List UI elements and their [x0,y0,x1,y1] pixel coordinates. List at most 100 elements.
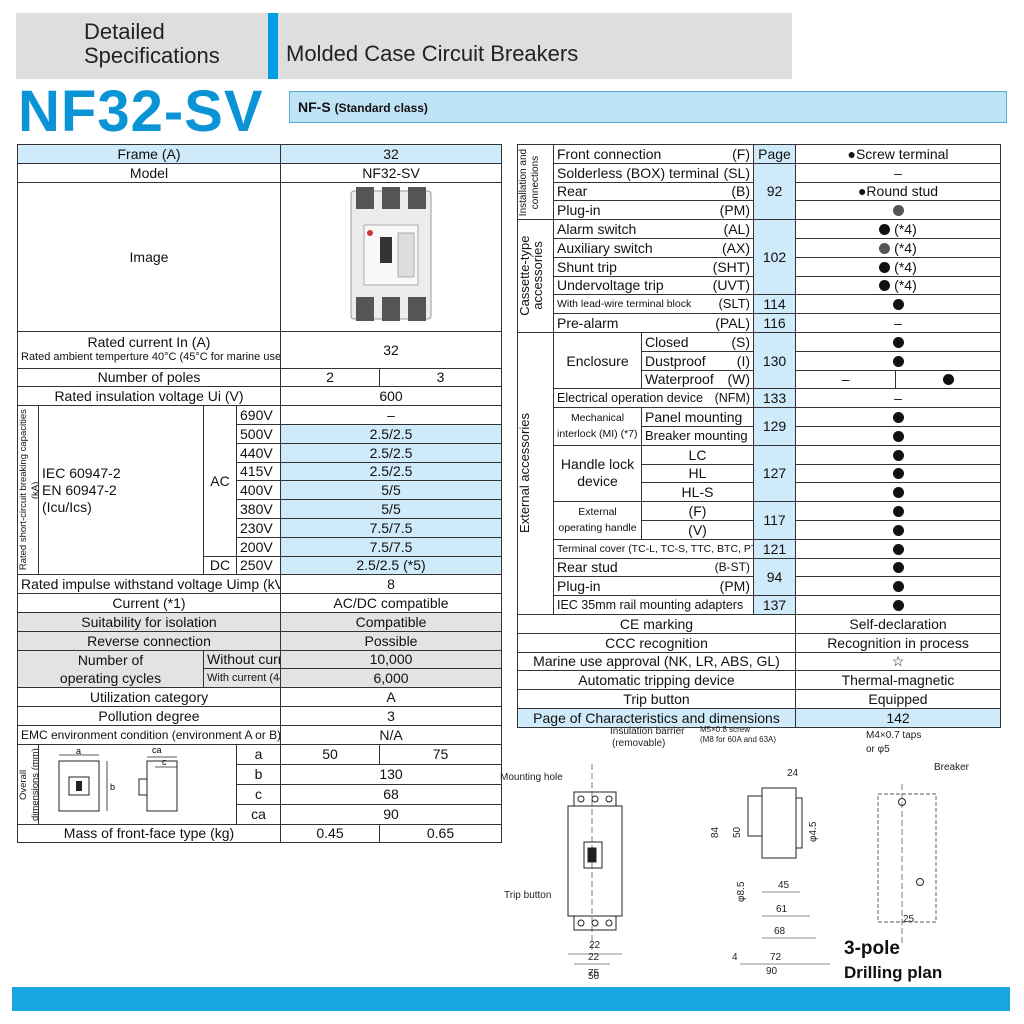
dim-a-key: a [236,743,281,765]
breaking-vertical-label: Rated short-circuit breaking capacities … [17,405,39,576]
svg-text:45: 45 [778,880,790,891]
voltage-500: 500V [236,423,281,444]
dimension-drawing: Insulation barrier (removable) Mounting … [500,725,970,982]
dot-icon [892,468,904,480]
aux-label: Auxiliary switch(AX) [553,237,754,258]
panel-mounting-value [794,407,1002,427]
slt-value [794,294,1002,315]
shunt-label: Shunt trip(SHT) [553,256,754,277]
svg-text:Trip button: Trip button [504,890,551,901]
dustproof-label: Dustproof(I) [641,350,754,371]
svg-text:22: 22 [588,952,600,963]
dot-icon [892,205,904,217]
rear-value: ●Round stud [794,181,1002,202]
voltage-690: 690V [236,405,281,425]
breaking-400: 5/5 [279,480,503,501]
nfm-page: 133 [753,388,796,409]
model-title: NF32-SV [18,79,264,144]
eoh-page: 117 [753,501,796,540]
page-characteristics-value: 142 [794,707,1002,728]
insulation-label: Rated insulation voltage Ui (V) [17,386,281,407]
svg-text:Mounting hole: Mounting hole [500,772,563,783]
ce-value: Self-declaration [794,613,1002,634]
shunt-value: (*4) [794,256,1002,277]
svg-text:ca: ca [152,745,162,755]
uvt-value: (*4) [794,275,1002,296]
dim-ca-key: ca [236,803,281,825]
dustproof-value [794,350,1002,371]
utilization-label: Utilization category [17,687,281,707]
impulse-label: Rated impulse withstand voltage Uimp (kV… [17,574,281,595]
breaker-mounting-label: Breaker mounting [641,425,754,446]
breaking-690: – [279,405,503,425]
hls-value [794,482,1002,503]
dot-icon [892,299,904,311]
current-value: AC/DC compatible [279,593,503,613]
header-category: Molded Case Circuit Breakers [286,41,579,66]
front-view: Insulation barrier (removable) Mounting … [500,726,685,982]
dot-icon [892,430,904,442]
current-label: Current (*1) [17,593,281,613]
svg-text:(M8 for 60A and 63A): (M8 for 60A and 63A) [700,735,776,744]
svg-text:61: 61 [776,904,788,915]
enclosure-page: 130 [753,331,796,390]
rear-page: 92 [753,162,796,221]
voltage-230: 230V [236,517,281,538]
ccc-value: Recognition in process [794,632,1002,653]
marine-label: Marine use approval (NK, LR, ABS, GL) [517,651,796,672]
svg-text:Breaker: Breaker [934,762,970,773]
product-image [279,181,503,332]
slt-label: With lead-wire terminal block(SLT) [553,294,754,315]
rear-stud-value [794,557,1002,578]
cassette-page: 102 [753,219,796,296]
isolation-label: Suitability for isolation [17,611,281,632]
slt-page: 114 [753,294,796,315]
reverse-value: Possible [279,630,503,651]
uvt-label: Undervoltage trip(UVT) [553,275,754,296]
nfm-value: – [794,388,1002,409]
dims-diagram: a b ca c [38,743,237,825]
poles-3: 3 [378,367,503,388]
svg-text:75: 75 [588,968,600,979]
closed-label: Closed(S) [641,331,754,352]
breaking-380: 5/5 [279,499,503,519]
left-spec-table: Frame (A) 32 Model NF32-SV Image [17,144,503,844]
breaker-photo [350,187,432,322]
with-current-value: 6,000 [279,668,503,689]
dot-icon [892,581,904,593]
dim-a-3pole: 75 [378,743,503,765]
svg-text:φ8.5: φ8.5 [736,881,747,902]
dot-icon [892,355,904,367]
voltage-250: 250V [236,555,281,576]
dot-icon [892,449,904,461]
breaker-mounting-value [794,425,1002,446]
pal-value: – [794,313,1002,333]
sl-value: – [794,162,1002,183]
plugin-value [794,200,1002,221]
hl-value [794,463,1002,484]
breaking-250: 2.5/2.5 (*5) [279,555,503,576]
alarm-value: (*4) [794,219,1002,239]
install-vertical-label: Installation and connections [517,143,554,221]
image-label: Image [17,181,281,332]
plug-in-label: Plug-in(PM) [553,576,754,597]
svg-text:M4×0.7 taps: M4×0.7 taps [866,730,921,741]
rail-label: IEC 35mm rail mounting adapters [553,595,754,615]
lc-label: LC [641,444,754,465]
mi-page: 129 [753,407,796,446]
pal-label: Pre-alarm(PAL) [553,313,754,333]
dot-icon [879,224,891,236]
sl-label: Solderless (BOX) terminal(SL) [553,162,754,183]
external-vertical-label: External accessories [517,331,554,615]
emc-label: EMC environment condition (environment A… [17,724,281,745]
svg-text:72: 72 [770,952,782,963]
svg-text:φ4.5: φ4.5 [808,821,819,842]
dot-icon [892,506,904,518]
dot-icon [892,336,904,348]
page-characteristics-label: Page of Characteristics and dimensions [517,707,796,728]
dims-sketch: a b ca c [58,745,178,812]
class-sub: (Standard class) [334,101,428,115]
